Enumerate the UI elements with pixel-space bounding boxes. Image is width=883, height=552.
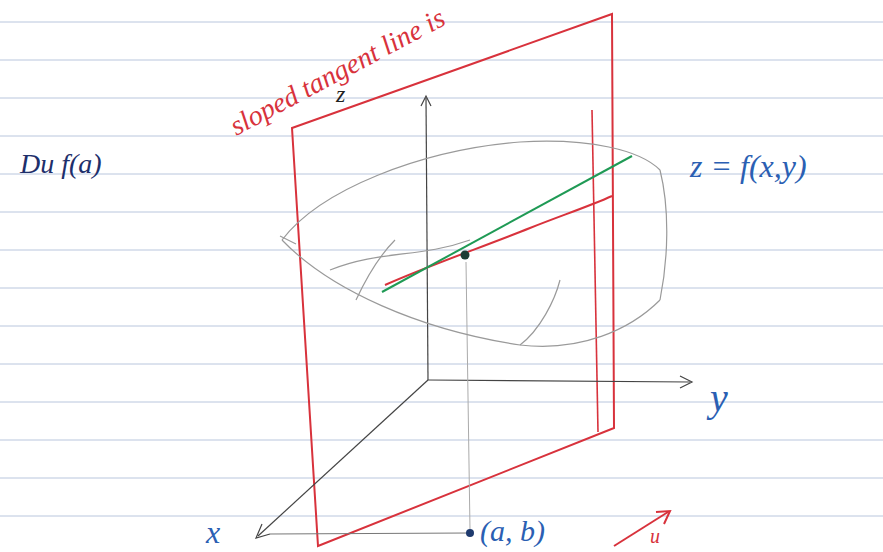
derivative-label: Du f(a): [20, 150, 102, 178]
plane-edge: [592, 110, 598, 432]
base-point: [466, 529, 474, 537]
surface: [280, 141, 667, 346]
direction-vector: [614, 511, 670, 546]
axis-label: x: [206, 516, 220, 548]
vector-label: u: [650, 526, 660, 546]
tangent-line: [382, 156, 632, 292]
axis-label: z: [336, 82, 345, 106]
vertical-plane: [292, 14, 614, 546]
x-guide: [270, 533, 468, 534]
point-label: (a, b): [480, 516, 545, 546]
drop-line: [466, 262, 470, 530]
surface-equation: z = f(x,y): [690, 150, 807, 182]
axis-label: y: [710, 378, 728, 418]
plane-note: sloped tangent line is: [225, 4, 449, 141]
tangent-point: [461, 251, 470, 260]
axes: [256, 96, 692, 538]
